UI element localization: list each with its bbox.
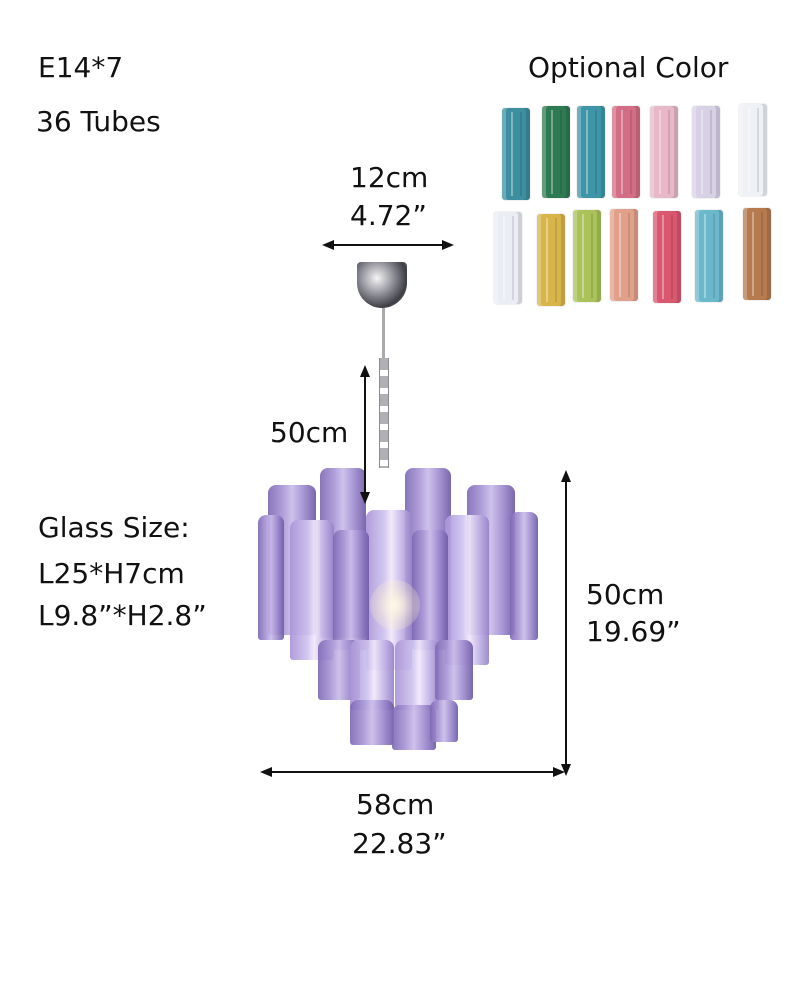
- color-swatch-white[interactable]: [494, 212, 522, 304]
- color-swatch-light-pink[interactable]: [650, 106, 678, 198]
- width-in: 22.83”: [352, 827, 447, 860]
- color-swatch-grid: [492, 104, 782, 314]
- height-cm: 50cm: [586, 578, 665, 611]
- bulb-spec: E14*7: [38, 51, 124, 84]
- color-swatch-brown[interactable]: [743, 208, 771, 300]
- chain-length-cm: 50cm: [270, 416, 349, 449]
- light-bulb-glow: [370, 580, 420, 630]
- optional-color-title: Optional Color: [528, 51, 729, 84]
- color-swatch-red-pink[interactable]: [653, 211, 681, 303]
- arrow-up-icon: [360, 365, 370, 377]
- tube-count: 36 Tubes: [36, 105, 161, 138]
- color-swatch-rose[interactable]: [612, 106, 640, 198]
- color-swatch-lime[interactable]: [573, 210, 601, 302]
- ceiling-canopy: [357, 262, 407, 308]
- color-swatch-aqua[interactable]: [577, 106, 605, 198]
- arrow-right-icon: [553, 767, 565, 777]
- arrow-left-icon: [260, 767, 272, 777]
- color-swatch-lavender[interactable]: [692, 106, 720, 198]
- hanging-chain: [379, 358, 389, 468]
- color-swatch-clear[interactable]: [739, 104, 767, 196]
- glass-size-in: L9.8”*H2.8”: [38, 599, 207, 632]
- arrow-down-icon: [360, 492, 370, 504]
- color-swatch-sky-blue[interactable]: [695, 210, 723, 302]
- arrow-right-icon: [442, 240, 454, 250]
- glass-size-cm: L25*H7cm: [38, 557, 185, 590]
- canopy-width-in: 4.72”: [350, 199, 427, 232]
- color-swatch-green[interactable]: [542, 106, 570, 198]
- color-swatch-amber[interactable]: [537, 214, 565, 306]
- arrow-up-icon: [561, 470, 571, 482]
- color-swatch-teal[interactable]: [502, 108, 530, 200]
- arrow-left-icon: [322, 240, 334, 250]
- arrow-down-icon: [561, 764, 571, 776]
- canopy-width-cm: 12cm: [350, 161, 429, 194]
- hanging-rod: [382, 308, 385, 358]
- height-in: 19.69”: [586, 615, 681, 648]
- color-swatch-peach[interactable]: [610, 209, 638, 301]
- glass-size-label: Glass Size:: [38, 511, 190, 544]
- width-cm: 58cm: [356, 788, 435, 821]
